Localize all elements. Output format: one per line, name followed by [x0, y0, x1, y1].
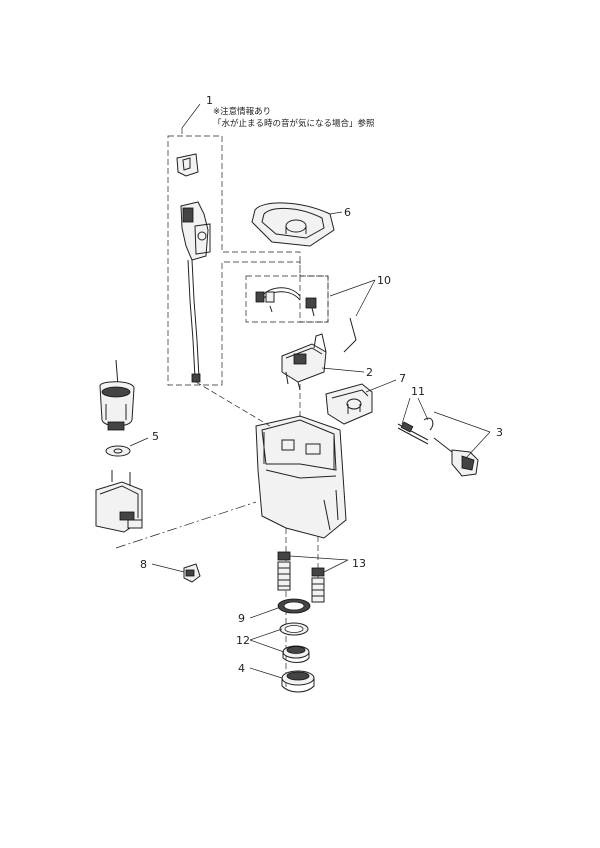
callout-1-leader — [181, 103, 201, 134]
callout-13-leaders — [289, 555, 349, 573]
callout-13: 13 — [352, 557, 366, 570]
part-4-nut — [281, 670, 315, 693]
callout-12-leaders — [249, 628, 285, 653]
callout-9: 9 — [238, 612, 245, 625]
part-3-lever-handle — [433, 437, 479, 477]
part-1-fill-valve — [180, 201, 211, 383]
part-9-gasket — [277, 598, 311, 614]
callout-1: 1 — [206, 94, 213, 107]
callout-6: 6 — [344, 206, 351, 219]
callout-8-leader — [151, 563, 185, 573]
part-7-float — [325, 383, 373, 425]
part-8-screw — [183, 563, 201, 583]
callout-5-leader — [129, 437, 149, 447]
caution-note-line1: ※注意情報あり — [213, 106, 271, 117]
tank-body — [255, 415, 347, 539]
callout-3-leaders — [433, 411, 491, 459]
callout-12: 12 — [236, 634, 250, 647]
caution-note-line2: 「水が止まる時の音が気になる場合」参照 — [213, 118, 375, 129]
callout-4-leader — [249, 667, 283, 679]
callout-7: 7 — [399, 372, 406, 385]
callout-8: 8 — [140, 558, 147, 571]
callout-9-leader — [249, 607, 279, 619]
part-10-group-boundary — [245, 275, 329, 323]
part-2-bracket — [281, 333, 327, 391]
callout-10: 10 — [377, 274, 391, 287]
callout-11: 11 — [411, 385, 425, 398]
part-5-gasket — [105, 445, 131, 457]
callout-4: 4 — [238, 662, 245, 675]
callout-5: 5 — [152, 430, 159, 443]
part-13-bolt-left — [277, 551, 291, 591]
part-10-tube — [343, 317, 357, 353]
callout-2: 2 — [366, 366, 373, 379]
part-10-hose — [255, 287, 317, 317]
part-12-washer-lower — [282, 645, 310, 663]
part-12-washer-upper — [279, 622, 309, 636]
assembly-line-fill-valve — [195, 381, 271, 427]
callout-11-leaders — [401, 397, 429, 425]
assembly-line-flush-valve — [115, 501, 257, 549]
flush-valve-housing — [95, 470, 143, 533]
callout-3: 3 — [496, 426, 503, 439]
callout-6-leader — [329, 211, 343, 215]
flush-valve-assembly — [99, 359, 135, 431]
callout-7-leader — [365, 379, 397, 393]
callout-10-leaders — [329, 279, 376, 317]
part-1-clip — [176, 153, 199, 177]
part-6-float-lid — [251, 202, 335, 247]
part-13-bolt-right — [311, 567, 325, 603]
callout-2-leader — [321, 367, 365, 373]
part-11-link-rod — [397, 417, 434, 445]
